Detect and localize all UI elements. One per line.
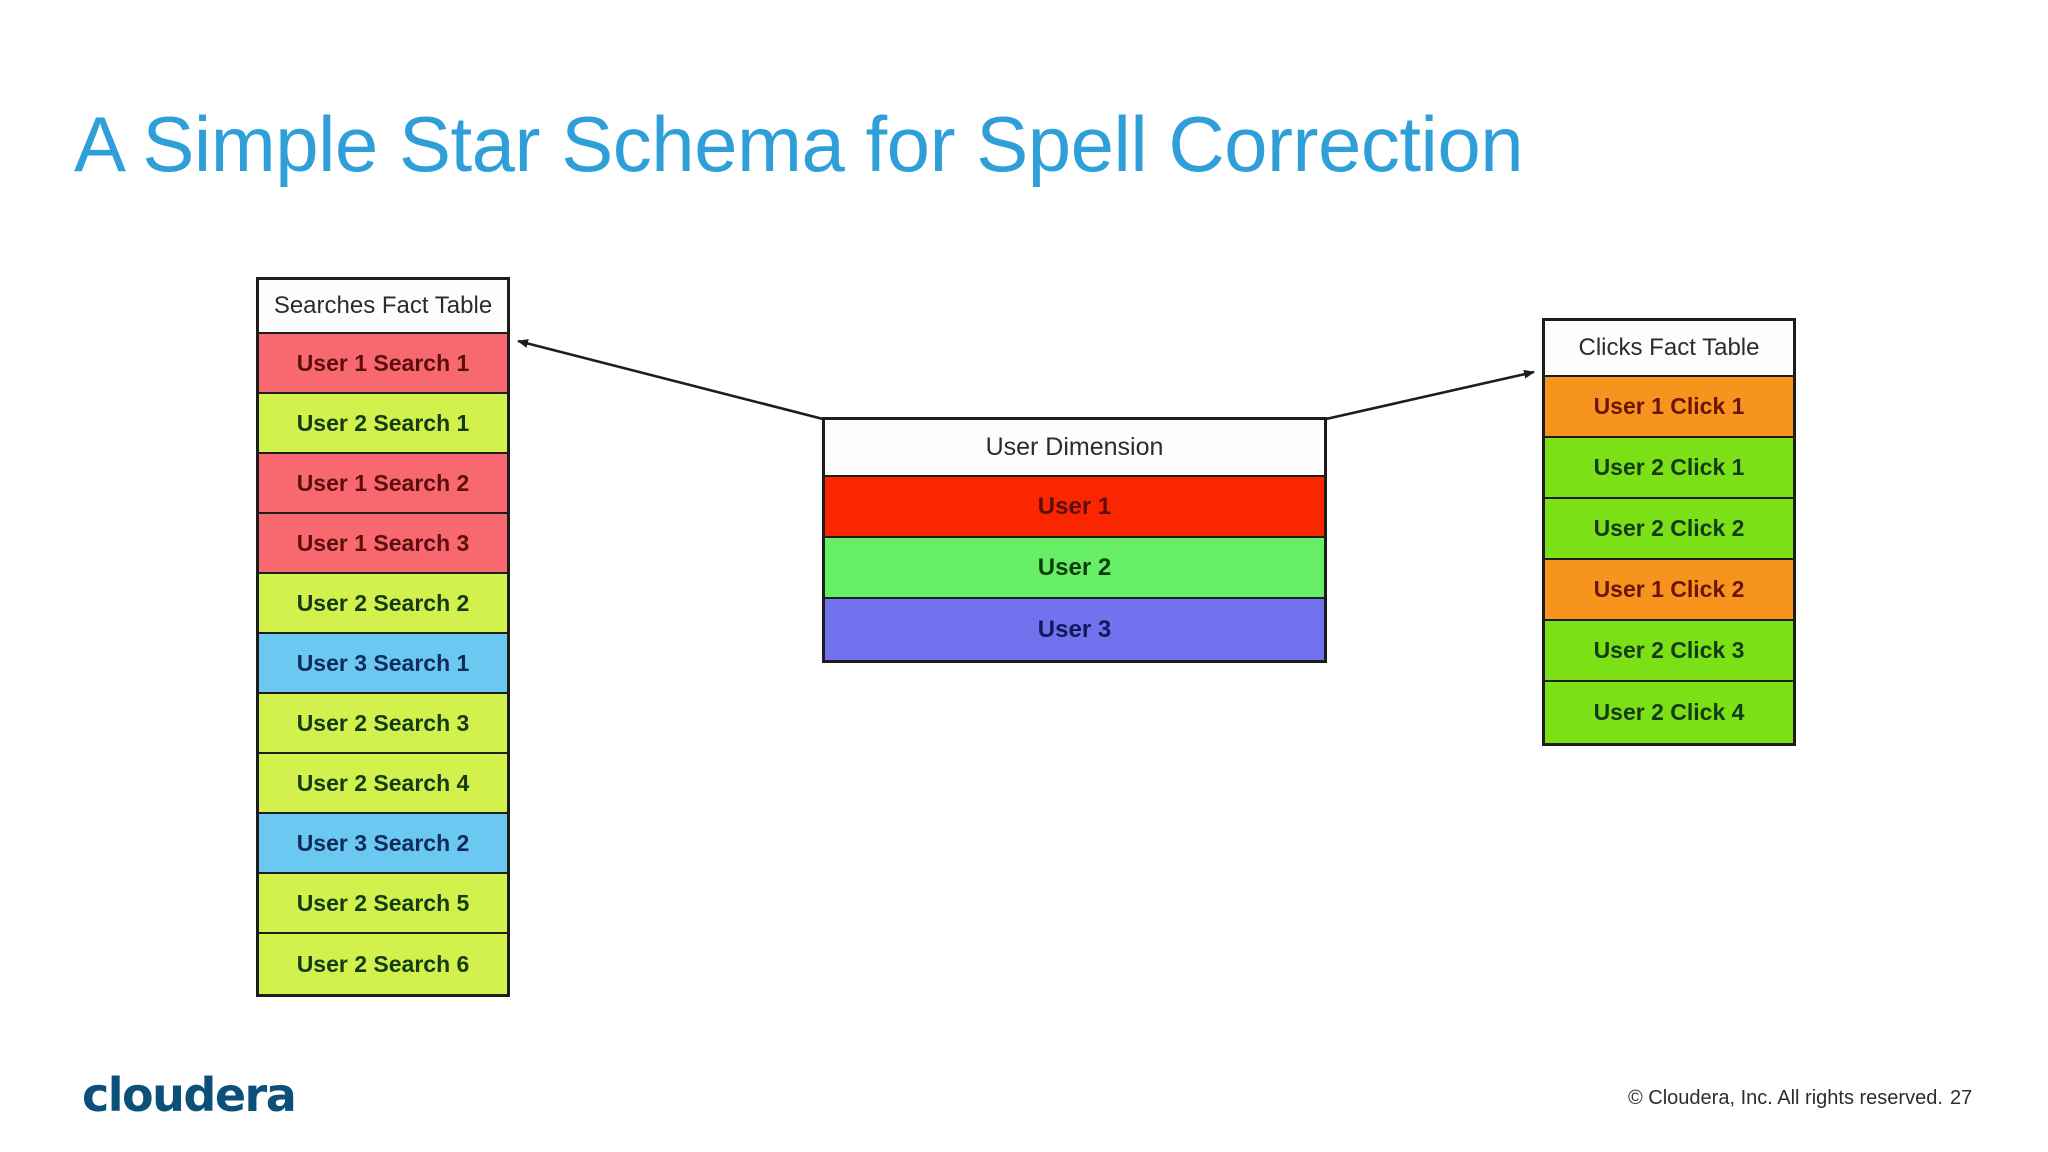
table-row: User 2 Search 5 bbox=[259, 874, 507, 934]
clicks-fact-table-header: Clicks Fact Table bbox=[1545, 321, 1793, 377]
table-row: User 2 bbox=[825, 538, 1324, 599]
user-dimension-table-header: User Dimension bbox=[825, 420, 1324, 477]
table-row: User 3 Search 2 bbox=[259, 814, 507, 874]
page-title: A Simple Star Schema for Spell Correctio… bbox=[74, 100, 1524, 189]
table-row: User 1 Click 1 bbox=[1545, 377, 1793, 438]
table-row: User 2 Search 2 bbox=[259, 574, 507, 634]
table-row: User 2 Click 3 bbox=[1545, 621, 1793, 682]
table-row: User 2 Search 6 bbox=[259, 934, 507, 994]
table-row: User 1 Search 1 bbox=[259, 334, 507, 394]
table-row: User 1 bbox=[825, 477, 1324, 538]
user-dimension-to-clicks-arrow bbox=[1325, 369, 1535, 421]
table-row: User 2 Search 3 bbox=[259, 694, 507, 754]
cloudera-logo: cloudera bbox=[82, 1068, 297, 1122]
table-row: User 2 Click 4 bbox=[1545, 682, 1793, 743]
table-row: User 3 bbox=[825, 599, 1324, 660]
table-row: User 2 Click 2 bbox=[1545, 499, 1793, 560]
page-number: 27 bbox=[1950, 1087, 1973, 1109]
table-row: User 1 Search 2 bbox=[259, 454, 507, 514]
table-row: User 3 Search 1 bbox=[259, 634, 507, 694]
table-row: User 2 Search 1 bbox=[259, 394, 507, 454]
table-row: User 1 Search 3 bbox=[259, 514, 507, 574]
copyright-text: © Cloudera, Inc. All rights reserved. bbox=[1628, 1087, 1943, 1109]
table-row: User 2 Search 4 bbox=[259, 754, 507, 814]
searches-fact-table-header: Searches Fact Table bbox=[259, 280, 507, 334]
table-row: User 2 Click 1 bbox=[1545, 438, 1793, 499]
table-row: User 1 Click 2 bbox=[1545, 560, 1793, 621]
user-dimension-to-searches-arrow bbox=[517, 339, 824, 421]
